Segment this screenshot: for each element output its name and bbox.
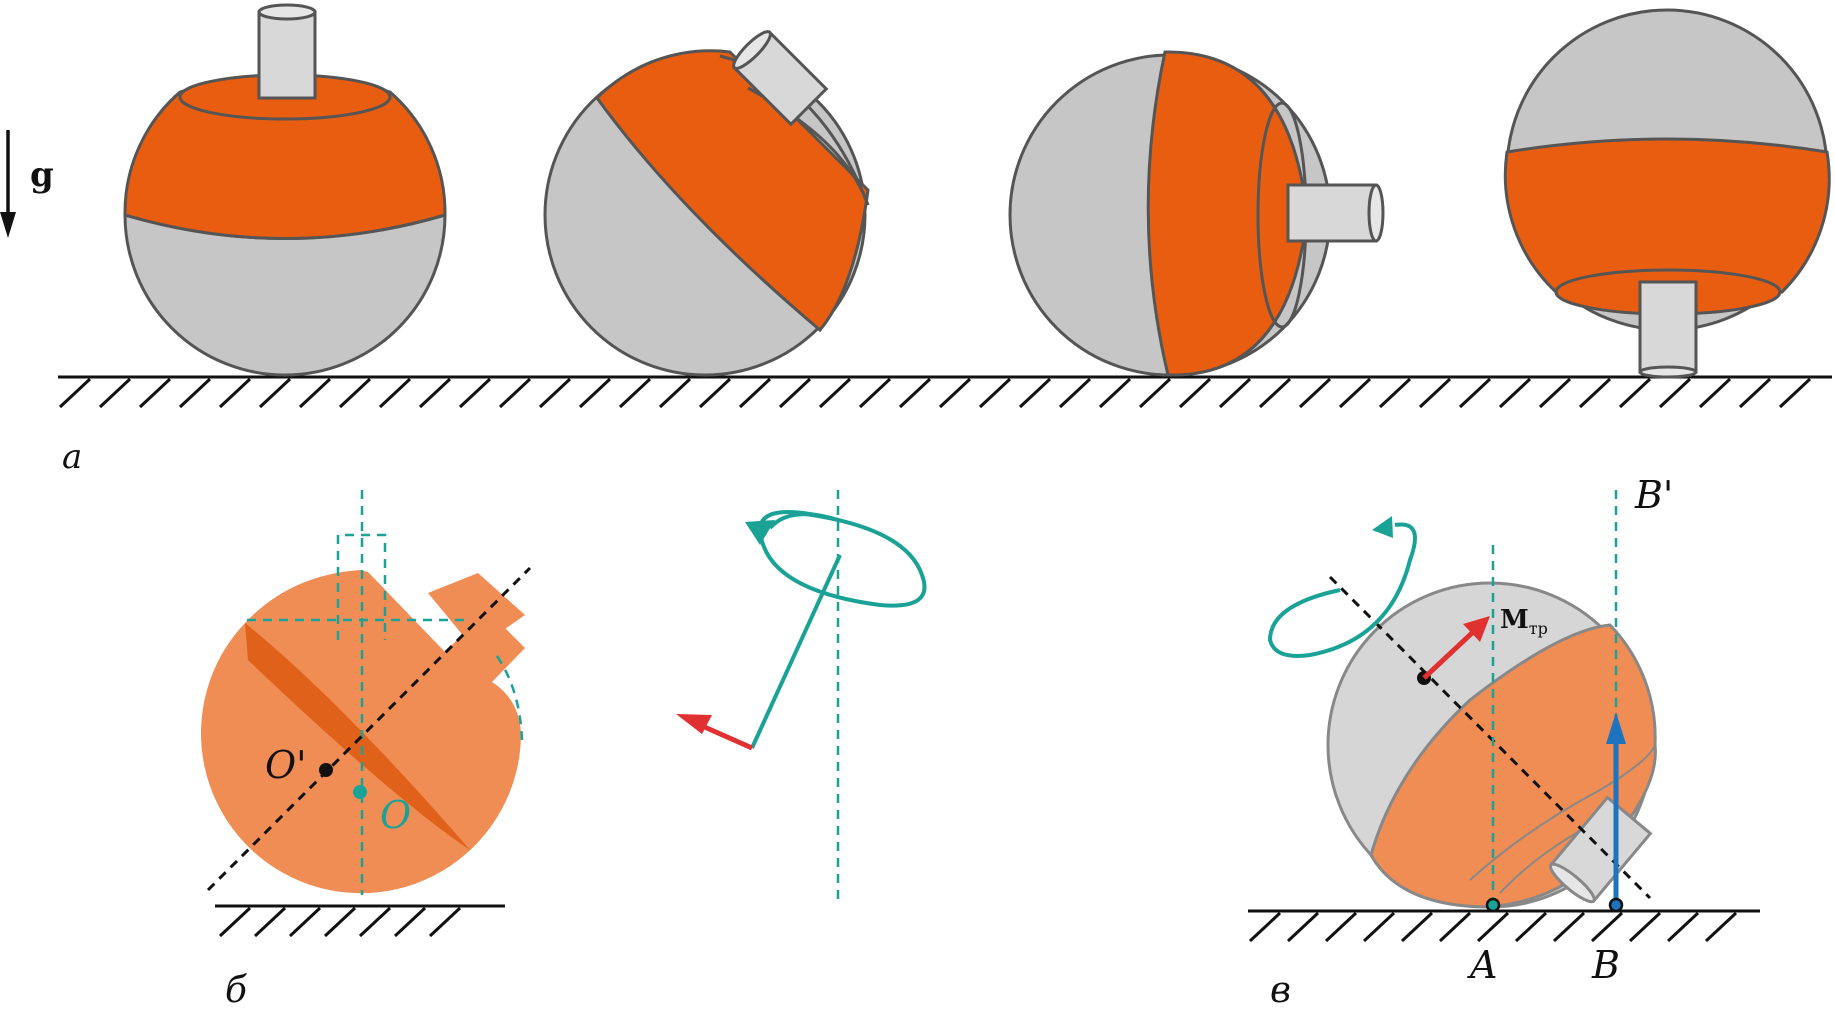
hatch-mark <box>1378 377 1412 409</box>
panel-v: Mтр A B B' в <box>1248 473 1760 1011</box>
hatch-mark <box>538 377 572 409</box>
hatch-mark <box>1618 377 1652 409</box>
hatch-mark <box>338 377 372 409</box>
hatch-mark <box>298 377 332 409</box>
hatch-mark <box>288 906 322 938</box>
label-a: A <box>1467 943 1497 987</box>
hatch-mark <box>1514 911 1548 943</box>
hatch-mark <box>1458 377 1492 409</box>
label-o-prime: O' <box>265 743 307 787</box>
hatch-mark <box>1738 377 1772 409</box>
hatch-mark <box>978 377 1012 409</box>
hatch-mark <box>1590 911 1624 943</box>
hatch-mark <box>658 377 692 409</box>
panel-a-label: а <box>62 437 82 477</box>
top-sideways <box>1008 50 1385 377</box>
label-b-prime: B' <box>1634 473 1673 517</box>
hatch-mark <box>1018 377 1052 409</box>
hatch-mark <box>393 906 427 938</box>
hatch-mark <box>498 377 532 409</box>
hatch-mark <box>1628 911 1662 943</box>
hatch-mark <box>1058 377 1092 409</box>
hatch-mark <box>1098 377 1132 409</box>
hatch-mark <box>218 377 252 409</box>
hatch-mark <box>1258 377 1292 409</box>
hatch-mark <box>1138 377 1172 409</box>
hatch-mark <box>418 377 452 409</box>
hatch-mark <box>1498 377 1532 409</box>
hatch-mark <box>1666 911 1700 943</box>
hatch-mark <box>358 906 392 938</box>
panel-a: g <box>0 3 1832 477</box>
hatch-mark <box>1698 377 1732 409</box>
hatch-mark <box>1248 911 1282 943</box>
hatch-mark <box>1362 911 1396 943</box>
point-o-prime <box>319 763 333 777</box>
hatch-mark <box>258 377 292 409</box>
hatch-mark <box>1438 911 1472 943</box>
panel-b-label: б <box>225 970 248 1011</box>
hatch-mark <box>218 906 252 938</box>
moment-label: Mтр <box>1500 605 1548 638</box>
label-o: O <box>380 793 411 837</box>
hatch-mark <box>818 377 852 409</box>
hatch-mark <box>898 377 932 409</box>
hatch-mark <box>578 377 612 409</box>
precession-loop-middle <box>757 510 927 608</box>
point-a <box>1485 897 1501 913</box>
ground-hatch-b <box>218 906 462 938</box>
hatch-mark <box>1218 377 1252 409</box>
hatch-mark <box>1578 377 1612 409</box>
angular-momentum-vector <box>750 554 842 749</box>
hatch-mark <box>1552 911 1586 943</box>
hatch-mark <box>618 377 652 409</box>
hatch-mark <box>938 377 972 409</box>
hatch-mark <box>98 377 132 409</box>
panel-v-label: в <box>1270 970 1291 1011</box>
gravity-label: g <box>30 155 54 195</box>
friction-moment-arrow <box>1422 631 1474 680</box>
hatch-mark <box>1538 377 1572 409</box>
hatch-mark <box>1324 911 1358 943</box>
hatch-mark <box>1286 911 1320 943</box>
hatch-mark <box>458 377 492 409</box>
hatch-mark <box>778 377 812 409</box>
precession-loop-v <box>1267 522 1417 658</box>
hatch-mark <box>1298 377 1332 409</box>
hatch-mark <box>1338 377 1372 409</box>
hatch-mark <box>428 906 462 938</box>
vector-diagram <box>676 490 927 900</box>
hatch-mark <box>1178 377 1212 409</box>
hatch-mark <box>858 377 892 409</box>
hatch-mark <box>1400 911 1434 943</box>
top-upright <box>123 3 447 377</box>
label-b: B <box>1591 943 1620 987</box>
top-inverted <box>1503 8 1831 379</box>
hatch-mark <box>1476 911 1510 943</box>
hatch-mark <box>138 377 172 409</box>
hatch-mark <box>253 906 287 938</box>
hatch-mark <box>698 377 732 409</box>
point-b <box>1608 897 1624 913</box>
friction-vector-middle <box>698 722 754 751</box>
ground-hatch-v <box>1248 911 1738 943</box>
top-tilted <box>543 30 870 377</box>
panel-b: O' O б <box>201 490 532 1011</box>
point-o <box>353 785 367 799</box>
gravity-arrow: g <box>0 130 54 238</box>
hatch-mark <box>1704 911 1738 943</box>
hatch-mark <box>1658 377 1692 409</box>
hatch-mark <box>323 906 357 938</box>
hatch-mark <box>58 377 92 409</box>
hatch-mark <box>1778 377 1812 409</box>
hatch-mark <box>378 377 412 409</box>
ground-hatch-a <box>58 377 1812 409</box>
hatch-mark <box>738 377 772 409</box>
hatch-mark <box>1418 377 1452 409</box>
hatch-mark <box>178 377 212 409</box>
